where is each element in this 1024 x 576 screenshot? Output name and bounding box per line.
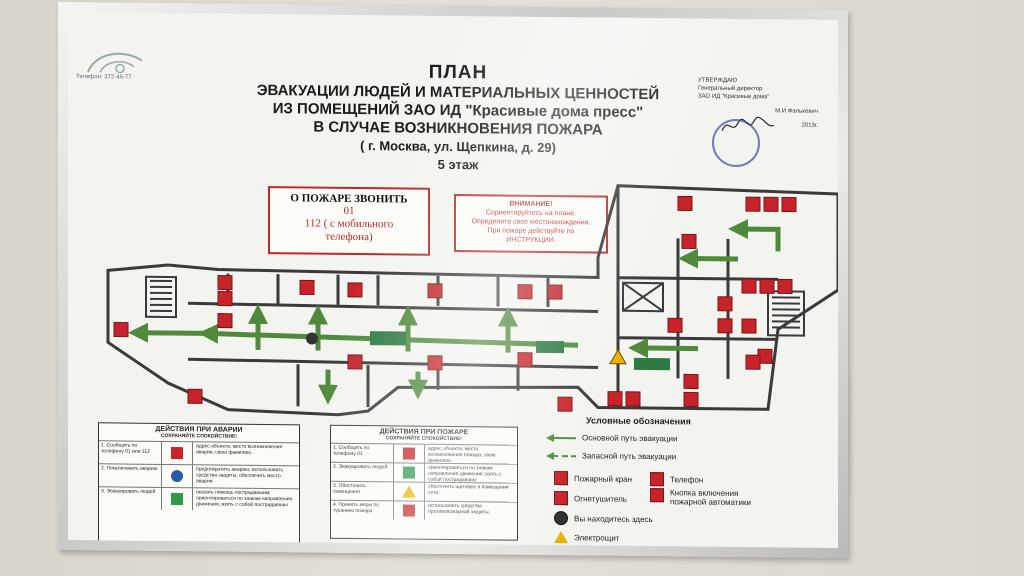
stairwell (145, 275, 805, 337)
fire-actions-table: ДЕЙСТВИЯ ПРИ ПОЖАРЕ СОХРАНЯЙТЕ СПОКОЙСТВ… (330, 424, 518, 541)
you-are-here-marker (306, 332, 318, 345)
page-title: ПЛАН ЭВАКУАЦИИ ЛЮДЕЙ И МАТЕРИАЛЬНЫХ ЦЕНН… (178, 59, 738, 177)
fire-alarm-button-icon (650, 488, 664, 503)
extinguisher-icon (403, 504, 415, 517)
action-text: оказать помощь пострадавшим; ориентирова… (196, 489, 293, 509)
action-step: 1. Сообщить по телефону 01 (331, 443, 394, 463)
fire-symbols (113, 195, 797, 412)
legend-item: Электрощит (554, 531, 619, 544)
legend: Условные обозначения Основной путь эваку… (546, 415, 838, 548)
protection-mask-icon (171, 470, 183, 483)
poster-frame: Телефон: 372-46-77 ПЛАН ЭВАКУАЦИИ ЛЮДЕЙ … (58, 1, 848, 559)
table-row: 1. Сообщить по телефону 01 адрес объекта… (331, 442, 517, 464)
electric-panel-icon (554, 531, 568, 544)
floor-plan (106, 184, 838, 417)
exit-signs (370, 331, 670, 371)
first-aid-icon (171, 493, 183, 506)
action-step: 2. Локализовать аварию (99, 464, 162, 487)
table-row: 3. Эвакуировать людей оказать помощь пос… (99, 486, 299, 512)
approval-line: ЗАО ИД "Красивые дома" (698, 93, 770, 101)
reserve-evac-arrow-icon (546, 451, 576, 460)
evacuation-poster: Телефон: 372-46-77 ПЛАН ЭВАКУАЦИИ ЛЮДЕЙ … (68, 11, 838, 549)
table-row: 2. Локализовать аварию предотвратить ава… (99, 463, 299, 489)
electric-panel-marker (609, 348, 627, 365)
company-logo-icon (87, 52, 143, 74)
extinguisher-icon (554, 491, 568, 506)
you-are-here-icon (554, 511, 568, 526)
legend-item: Телефон (650, 472, 703, 487)
action-text: адрес объекта; место возникновения авари… (196, 443, 283, 456)
electric-panel-icon (402, 485, 416, 498)
action-step: 3. Эвакуировать людей (99, 487, 162, 510)
action-step: 1. Сообщить по телефону 01 или 112 (99, 441, 162, 464)
fire-hydrant-icon (554, 471, 568, 486)
action-text: ориентироваться по знакам направления дв… (428, 464, 502, 484)
main-evac-arrow-icon (546, 433, 576, 442)
legend-item: Пожарный кран (554, 471, 632, 486)
stamp-icon (712, 118, 760, 168)
legend-label: Запасной путь эвакуации (582, 451, 677, 462)
legend-label: Кнопка включения пожарной автоматики (670, 488, 751, 508)
table-row: 4. Принять меры по тушению пожара исполь… (331, 499, 517, 521)
signature-icon (721, 116, 775, 132)
phone-icon (403, 447, 415, 460)
action-text: обесточить щитовую в помещении сети; (428, 483, 509, 496)
legend-label: Основной путь эвакуации (582, 433, 678, 444)
legend-label: Пожарный кран (574, 473, 633, 484)
legend-label: Вы находитесь здесь (574, 513, 653, 524)
main-evacuation-route (128, 219, 781, 405)
phone-icon (171, 447, 183, 460)
action-text: использовать средства противопожарной за… (428, 502, 490, 516)
action-text: предотвратить аварию; использовать средс… (196, 466, 284, 485)
legend-item: Основной путь эвакуации (546, 433, 677, 443)
phone-icon (650, 472, 664, 487)
legend-item: Кнопка включения пожарной автоматики (650, 488, 770, 507)
action-step: 2. Эвакуировать людей (331, 462, 394, 482)
action-step: 4. Принять меры по тушению пожара (331, 500, 394, 520)
table-row: 3. Обесточить помещения обесточить щитов… (331, 480, 517, 502)
table-row: 2. Эвакуировать людей ориентироваться по… (331, 461, 517, 484)
legend-heading: Условные обозначения (586, 415, 691, 427)
table-row: 1. Сообщить по телефону 01 или 112 адрес… (99, 440, 299, 466)
logo-phone: Телефон: 372-46-77 (76, 74, 132, 81)
action-step: 3. Обесточить помещения (331, 481, 394, 501)
legend-item: Огнетушитель (554, 491, 627, 506)
legend-label: Огнетушитель (574, 493, 627, 504)
accident-actions-table: ДЕЙСТВИЯ ПРИ АВАРИИ СОХРАНЯЙТЕ СПОКОЙСТВ… (98, 422, 300, 545)
exit-icon (403, 466, 415, 479)
legend-item: Вы находитесь здесь (554, 511, 653, 526)
action-text: адрес объекта; место возникновения пожар… (428, 445, 496, 464)
legend-label: Электрощит (574, 532, 620, 543)
legend-label: Телефон (670, 474, 704, 485)
legend-item: Запасной путь эвакуации (546, 451, 676, 461)
